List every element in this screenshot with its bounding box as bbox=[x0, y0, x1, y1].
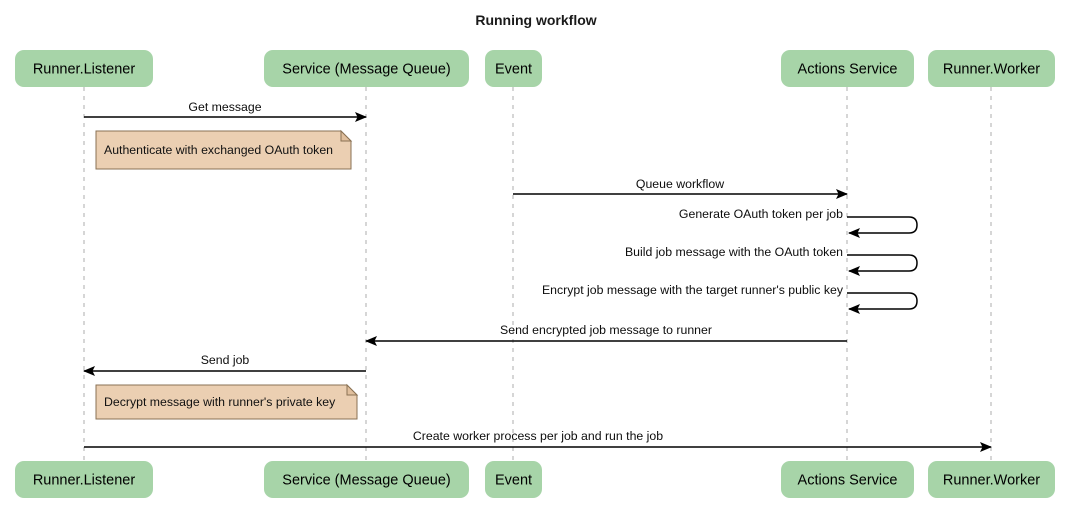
note-body bbox=[95, 130, 352, 170]
participant-label: Actions Service bbox=[798, 62, 898, 78]
message-send-encrypted-job-message-to-runner[interactable]: Send encrypted job message to runner bbox=[365, 323, 847, 346]
participant-runner-listener-bottom[interactable]: Runner.Listener bbox=[15, 461, 153, 498]
participant-label: Actions Service bbox=[798, 473, 898, 489]
participant-label: Service (Message Queue) bbox=[282, 62, 450, 78]
notes-group: Authenticate with exchanged OAuth tokenD… bbox=[95, 129, 359, 420]
participant-runner-worker-bottom[interactable]: Runner.Worker bbox=[928, 461, 1055, 498]
participant-label: Runner.Worker bbox=[943, 473, 1040, 489]
message-label: Send encrypted job message to runner bbox=[500, 323, 712, 337]
participant-label: Service (Message Queue) bbox=[282, 473, 450, 489]
note-label: Decrypt message with runner's private ke… bbox=[104, 395, 336, 409]
message-label: Generate OAuth token per job bbox=[679, 207, 843, 221]
message-label: Get message bbox=[188, 100, 261, 114]
participant-box bbox=[928, 461, 1055, 498]
message-build-job-message-with-oauth-token[interactable]: Build job message with the OAuth token bbox=[625, 245, 918, 276]
participant-service-message-queue-top[interactable]: Service (Message Queue) bbox=[264, 50, 469, 87]
message-generate-oauth-token-per-job[interactable]: Generate OAuth token per job bbox=[679, 207, 918, 238]
participant-service-message-queue-bottom[interactable]: Service (Message Queue) bbox=[264, 461, 469, 498]
participant-actions-service-top[interactable]: Actions Service bbox=[781, 50, 914, 87]
participant-box bbox=[781, 461, 914, 498]
participant-box bbox=[15, 50, 153, 87]
message-label: Queue workflow bbox=[636, 177, 724, 191]
message-label: Send job bbox=[201, 353, 250, 367]
participant-label: Runner.Listener bbox=[33, 473, 136, 489]
note-body bbox=[95, 384, 358, 420]
participant-event-top[interactable]: Event bbox=[485, 50, 542, 87]
participant-box bbox=[781, 50, 914, 87]
participant-label: Runner.Listener bbox=[33, 62, 136, 78]
message-label: Build job message with the OAuth token bbox=[625, 245, 843, 259]
note-fold-corner-icon bbox=[340, 129, 353, 142]
note-decrypt-note: Decrypt message with runner's private ke… bbox=[95, 383, 359, 420]
participant-runner-worker-top[interactable]: Runner.Worker bbox=[928, 50, 1055, 87]
self-loop-path bbox=[847, 216, 918, 238]
message-get-message[interactable]: Get message bbox=[84, 100, 367, 122]
note-fold-corner-icon bbox=[346, 383, 359, 396]
message-send-job[interactable]: Send job bbox=[83, 353, 366, 376]
participant-box bbox=[485, 50, 542, 87]
participant-label: Runner.Worker bbox=[943, 62, 1040, 78]
participant-box bbox=[485, 461, 542, 498]
message-label: Encrypt job message with the target runn… bbox=[542, 283, 844, 297]
participant-box bbox=[264, 461, 469, 498]
message-create-worker-process-run-job[interactable]: Create worker process per job and run th… bbox=[84, 429, 992, 452]
message-encrypt-job-message-public-key[interactable]: Encrypt job message with the target runn… bbox=[542, 283, 918, 314]
participant-box bbox=[15, 461, 153, 498]
note-label: Authenticate with exchanged OAuth token bbox=[104, 143, 333, 157]
participant-box bbox=[928, 50, 1055, 87]
participant-label: Event bbox=[495, 473, 532, 489]
participant-runner-listener-top[interactable]: Runner.Listener bbox=[15, 50, 153, 87]
note-authenticate-note: Authenticate with exchanged OAuth token bbox=[95, 129, 353, 170]
self-loop-path bbox=[847, 254, 918, 276]
participant-box bbox=[264, 50, 469, 87]
message-label: Create worker process per job and run th… bbox=[413, 429, 663, 443]
self-loop-path bbox=[847, 292, 918, 314]
participant-label: Event bbox=[495, 62, 532, 78]
participant-actions-service-bottom[interactable]: Actions Service bbox=[781, 461, 914, 498]
page-title: Running workflow bbox=[475, 12, 596, 28]
message-queue-workflow[interactable]: Queue workflow bbox=[513, 177, 848, 199]
participant-event-bottom[interactable]: Event bbox=[485, 461, 542, 498]
